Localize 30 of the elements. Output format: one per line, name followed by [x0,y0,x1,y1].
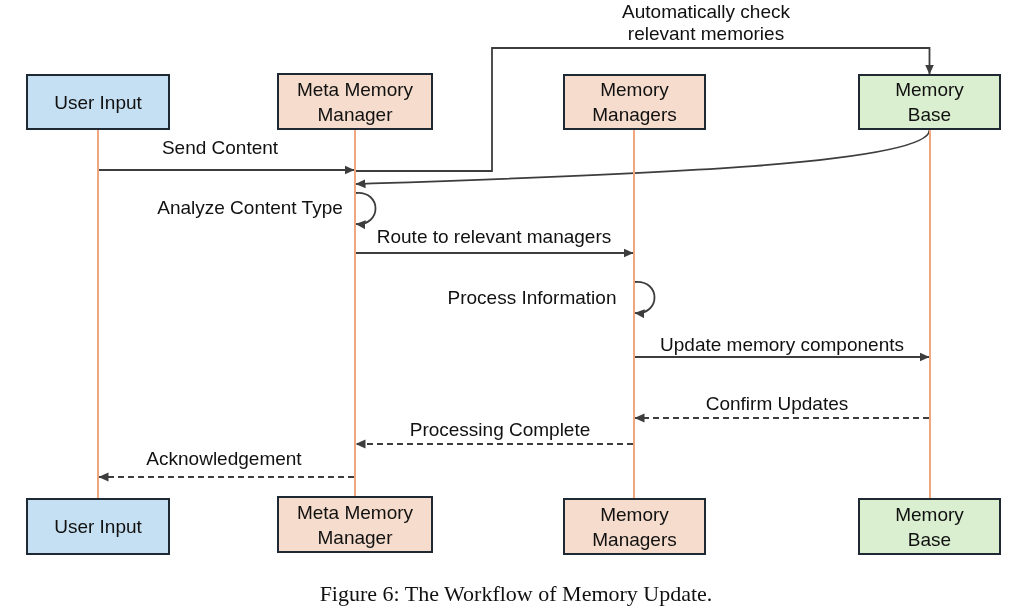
participant-box [563,74,706,130]
message-arrow [634,281,656,318]
participant-name: Memory Managers [591,502,678,552]
message-arrow [355,47,934,172]
message-arrow [98,165,355,175]
message-arrow [98,472,355,482]
participant-box [858,74,1001,130]
participant-name: Memory Managers [591,78,678,127]
lifeline [633,130,635,498]
participant-name: User Input [54,515,142,539]
participant-box [277,73,433,130]
participant-name: Memory Base [894,502,965,552]
message-arrow [634,413,930,423]
message-arrow [355,192,377,229]
participant-box [26,498,170,555]
participant-box [277,496,433,553]
lifeline [929,130,931,498]
participant-name: Meta Memory Manager [295,77,415,127]
participant-name: Memory Base [894,78,965,127]
figure-caption: Figure 6: The Workflow of Memory Update. [319,581,713,606]
lifeline [97,130,99,498]
message-arrow [355,248,634,258]
participant-name: Meta Memory Manager [295,500,415,550]
participant-box [26,74,170,130]
lifeline [354,130,356,498]
participant-name: User Input [54,90,142,115]
participant-box [563,498,706,555]
message-arrow [634,352,930,362]
participant-box [858,498,1001,555]
message-arrow [355,439,634,449]
